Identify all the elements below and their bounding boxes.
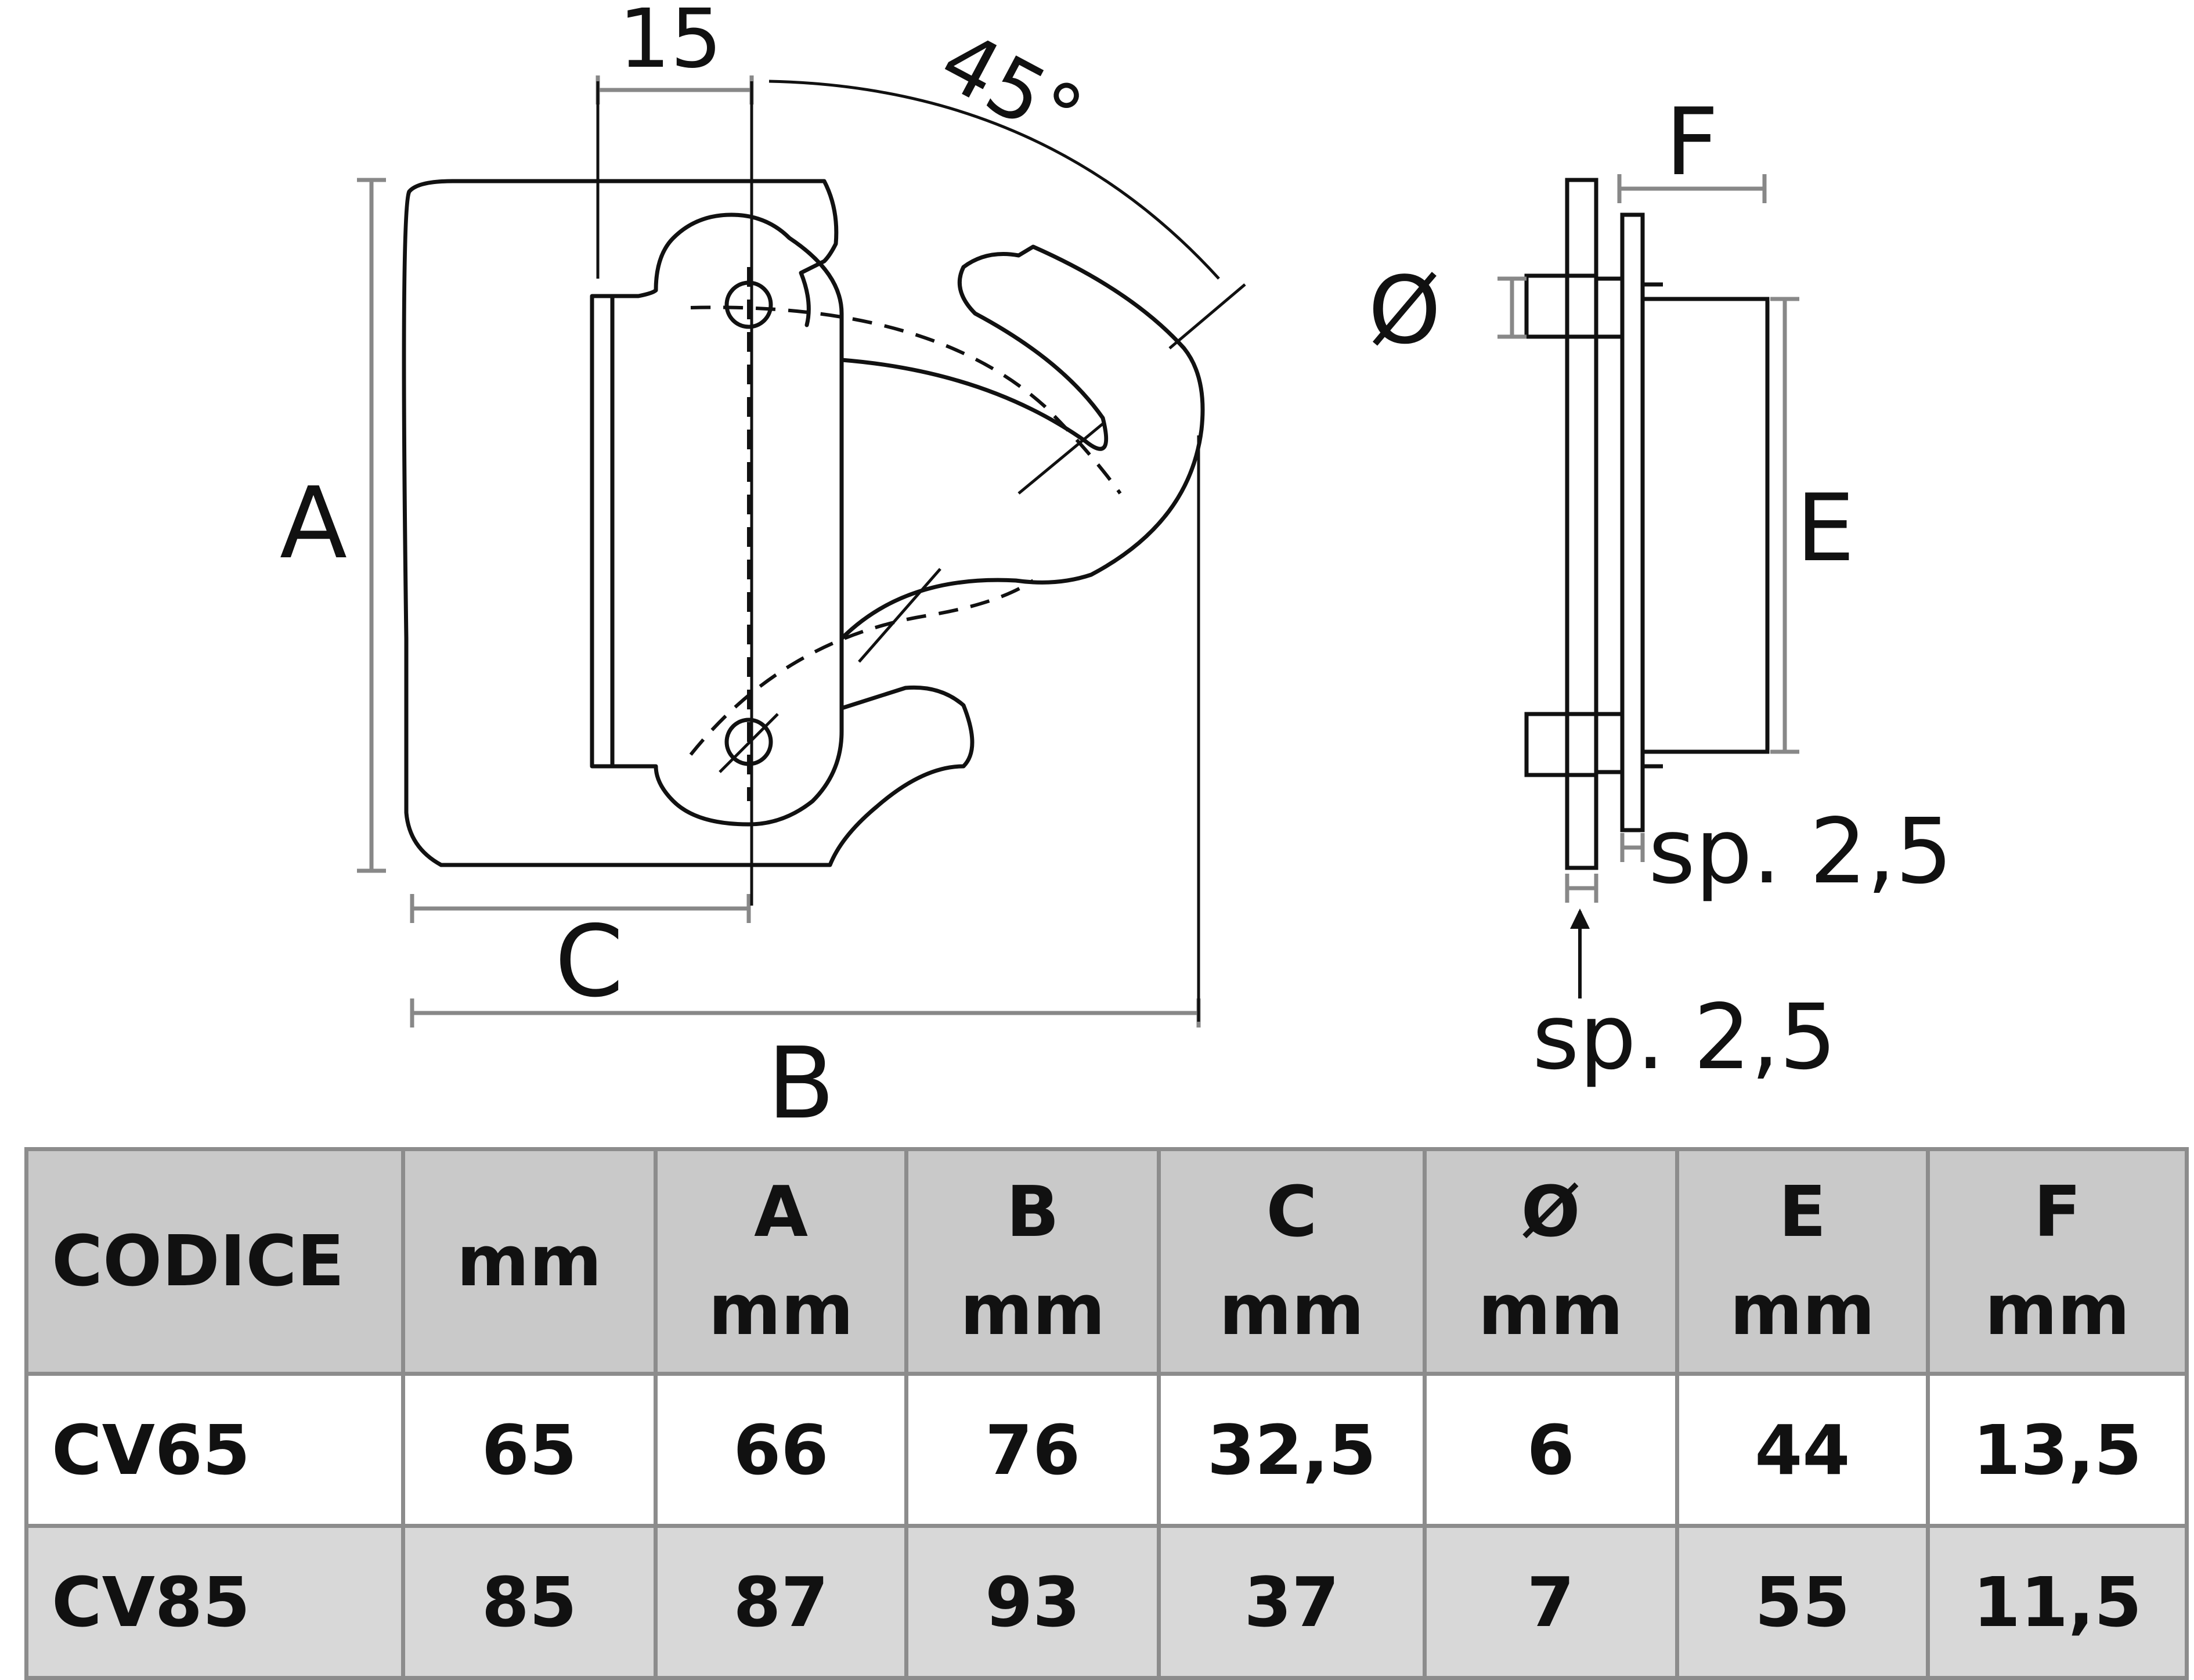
- cell-diameter: 7: [1422, 1524, 1679, 1680]
- hook-outline: [839, 244, 1205, 641]
- base-plate-outline: [402, 179, 975, 867]
- technical-drawing: 15 45° A C B F Ø E sp. 2,5 sp. 2,5: [280, 0, 1953, 1141]
- label-diameter: Ø: [1368, 256, 1441, 365]
- front-view: [402, 179, 1205, 867]
- side-view: [1524, 178, 1770, 870]
- cell-a: 87: [653, 1524, 909, 1680]
- cell-codice: CV65: [24, 1372, 405, 1528]
- cell-e: 44: [1675, 1372, 1930, 1528]
- cell-b: 76: [904, 1372, 1161, 1528]
- header-codice: CODICE: [24, 1147, 405, 1376]
- dimension-lines: [357, 75, 1201, 1028]
- label-c: C: [555, 904, 624, 1019]
- table-row: CV65 65 66 76 32,5 6 44 13,5: [24, 1372, 2189, 1528]
- cell-f: 13,5: [1926, 1372, 2189, 1528]
- label-e: E: [1796, 474, 1854, 582]
- label-thickness-inner: sp. 2,5: [1648, 799, 1953, 904]
- cell-f: 11,5: [1926, 1524, 2189, 1680]
- cell-c: 37: [1157, 1524, 1427, 1680]
- header-mm: mm: [401, 1147, 658, 1376]
- label-a: A: [280, 466, 347, 581]
- cell-codice: CV85: [24, 1524, 405, 1680]
- label-f: F: [1665, 88, 1719, 196]
- table-row: CV85 85 87 93 37 7 55 11,5: [24, 1524, 2189, 1680]
- hook-body-outline: [590, 212, 844, 827]
- center-marks: [719, 423, 1104, 773]
- hidden-lines: [689, 267, 1122, 801]
- extension-lines: [596, 80, 1246, 1022]
- cell-e: 55: [1675, 1524, 1930, 1680]
- cell-diameter: 6: [1422, 1372, 1679, 1528]
- cell-mm: 65: [401, 1372, 658, 1528]
- side-dimension-lines: [1497, 174, 1799, 903]
- label-thickness-outer: sp. 2,5: [1532, 985, 1836, 1090]
- thickness-arrow: [1570, 909, 1590, 998]
- cell-c: 32,5: [1157, 1372, 1427, 1528]
- label-b: B: [767, 1026, 835, 1141]
- cell-a: 66: [653, 1372, 909, 1528]
- cell-b: 93: [904, 1524, 1161, 1680]
- angle-45-label: 45°: [925, 13, 1097, 164]
- cell-mm: 85: [401, 1524, 658, 1680]
- dim-15-label: 15: [619, 0, 722, 86]
